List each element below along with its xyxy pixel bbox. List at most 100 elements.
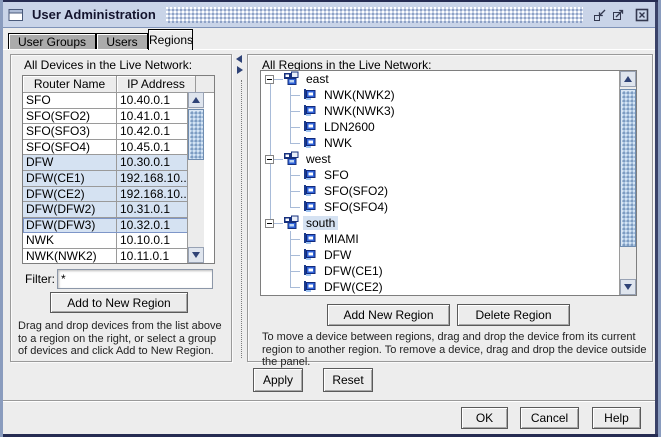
help-button[interactable]: Help xyxy=(592,407,641,429)
device-icon xyxy=(301,119,317,135)
ip-address-cell: 10.45.0.1 xyxy=(117,139,196,156)
ip-address-cell: 10.10.0.1 xyxy=(117,233,196,249)
device-label[interactable]: SFO xyxy=(324,168,349,182)
tree-device-node: DFW xyxy=(261,247,619,263)
device-label[interactable]: NWK(NWK2) xyxy=(324,88,395,102)
router-name-cell: DFW(DFW2) xyxy=(23,202,117,218)
collapse-left-icon[interactable] xyxy=(236,55,242,63)
cancel-button[interactable]: Cancel xyxy=(520,407,579,429)
window-border-left xyxy=(0,0,3,437)
tree-device-node: LDN2600 xyxy=(261,119,619,135)
device-icon xyxy=(301,247,317,263)
table-row[interactable]: SFO(SFO4)10.45.0.1 xyxy=(23,139,196,156)
device-icon xyxy=(301,103,317,119)
table-row[interactable]: NWK(NWK2)10.11.0.1 xyxy=(23,248,196,263)
table-scrollbar[interactable] xyxy=(187,92,204,263)
device-label[interactable]: NWK(NWK3) xyxy=(324,104,395,118)
router-name-cell: SFO xyxy=(23,93,117,109)
devices-panel-label: All Devices in the Live Network: xyxy=(24,58,193,72)
tree-device-node: NWK(NWK3) xyxy=(261,103,619,119)
tab-user-groups[interactable]: User Groups xyxy=(8,33,96,50)
devices-panel xyxy=(10,54,232,362)
table-row[interactable]: SFO(SFO3)10.42.0.1 xyxy=(23,124,196,140)
scroll-up-icon[interactable] xyxy=(620,71,636,87)
table-scroll-track[interactable] xyxy=(188,108,204,247)
router-name-cell: SFO(SFO4) xyxy=(23,139,117,156)
table-row[interactable]: DFW(DFW3)10.32.0.1 xyxy=(23,217,196,234)
divider-grip[interactable] xyxy=(241,80,242,358)
region-label[interactable]: south xyxy=(303,216,339,230)
add-to-new-region-button[interactable]: Add to New Region xyxy=(50,292,188,313)
close-icon[interactable] xyxy=(633,6,651,24)
scroll-down-icon[interactable] xyxy=(620,279,636,295)
ip-address-cell: 10.30.0.1 xyxy=(117,155,196,171)
device-label[interactable]: LDN2600 xyxy=(324,120,375,134)
tree-scrollbar[interactable] xyxy=(619,71,636,295)
ip-address-cell: 192.168.10... xyxy=(117,170,196,187)
device-label[interactable]: NWK xyxy=(324,136,352,150)
region-icon xyxy=(283,215,299,231)
ip-address-cell: 10.41.0.1 xyxy=(117,108,196,125)
ip-address-cell: 192.168.10... xyxy=(117,186,196,203)
filter-input[interactable] xyxy=(57,269,213,289)
titlebar-texture xyxy=(165,6,583,23)
tab-users[interactable]: Users xyxy=(96,33,148,50)
maximize-icon[interactable] xyxy=(609,6,627,24)
header-corner xyxy=(196,76,214,93)
device-icon xyxy=(301,199,317,215)
column-header-router-name[interactable]: Router Name xyxy=(23,76,117,93)
device-icon xyxy=(301,135,317,151)
apply-button[interactable]: Apply xyxy=(253,368,303,392)
device-label[interactable]: SFO(SFO2) xyxy=(324,184,389,198)
region-label[interactable]: east xyxy=(306,72,329,86)
collapse-toggle-icon[interactable] xyxy=(265,154,274,164)
ok-button[interactable]: OK xyxy=(461,407,508,429)
device-icon xyxy=(301,167,317,183)
window-border-bottom xyxy=(0,434,661,437)
collapse-toggle-icon[interactable] xyxy=(265,74,274,84)
regions-instructions: To move a device between regions, drag a… xyxy=(262,331,647,368)
device-icon xyxy=(301,231,317,247)
minimize-icon[interactable] xyxy=(591,6,609,24)
tab-regions[interactable]: Regions xyxy=(148,29,193,50)
table-row[interactable]: SFO(SFO2)10.41.0.1 xyxy=(23,108,196,125)
ip-address-cell: 10.40.0.1 xyxy=(117,93,196,109)
tree-device-node: NWK xyxy=(261,135,619,151)
window-border-right xyxy=(658,0,661,437)
tree-device-node: NWK(NWK2) xyxy=(261,87,619,103)
table-row[interactable]: DFW(CE1)192.168.10... xyxy=(23,170,196,187)
title-bar[interactable]: User Administration xyxy=(3,2,655,28)
delete-region-button[interactable]: Delete Region xyxy=(457,304,570,326)
devices-instructions: Drag and drop devices from the list abov… xyxy=(18,320,222,357)
table-scroll-thumb[interactable] xyxy=(188,109,204,160)
tab-content-top-border xyxy=(3,49,655,50)
region-label[interactable]: west xyxy=(306,152,331,166)
table-row[interactable]: DFW(CE2)192.168.10... xyxy=(23,186,196,203)
device-label[interactable]: DFW(CE2) xyxy=(324,280,383,294)
tree-scroll-track[interactable] xyxy=(620,87,636,279)
device-label[interactable]: MIAMI xyxy=(324,232,359,246)
collapse-right-icon[interactable] xyxy=(237,66,243,74)
column-header-ip-address[interactable]: IP Address xyxy=(117,76,196,93)
device-label[interactable]: DFW xyxy=(324,248,352,262)
device-label[interactable]: SFO(SFO4) xyxy=(324,200,389,214)
scroll-down-icon[interactable] xyxy=(188,247,204,263)
scroll-up-icon[interactable] xyxy=(188,92,204,108)
tree-device-node: SFO(SFO4) xyxy=(261,199,619,215)
reset-button[interactable]: Reset xyxy=(323,368,373,392)
device-label[interactable]: DFW(CE1) xyxy=(324,264,383,278)
region-icon xyxy=(283,71,299,87)
tree-scroll-thumb[interactable] xyxy=(620,89,636,247)
ip-address-cell: 10.31.0.1 xyxy=(117,202,196,218)
add-new-region-button[interactable]: Add New Region xyxy=(327,304,450,326)
router-name-cell: NWK(NWK2) xyxy=(23,248,117,263)
collapse-toggle-icon[interactable] xyxy=(265,218,274,228)
table-row[interactable]: DFW(DFW2)10.31.0.1 xyxy=(23,202,196,218)
window-border-top xyxy=(0,0,661,2)
router-name-cell: DFW(CE1) xyxy=(23,170,117,187)
